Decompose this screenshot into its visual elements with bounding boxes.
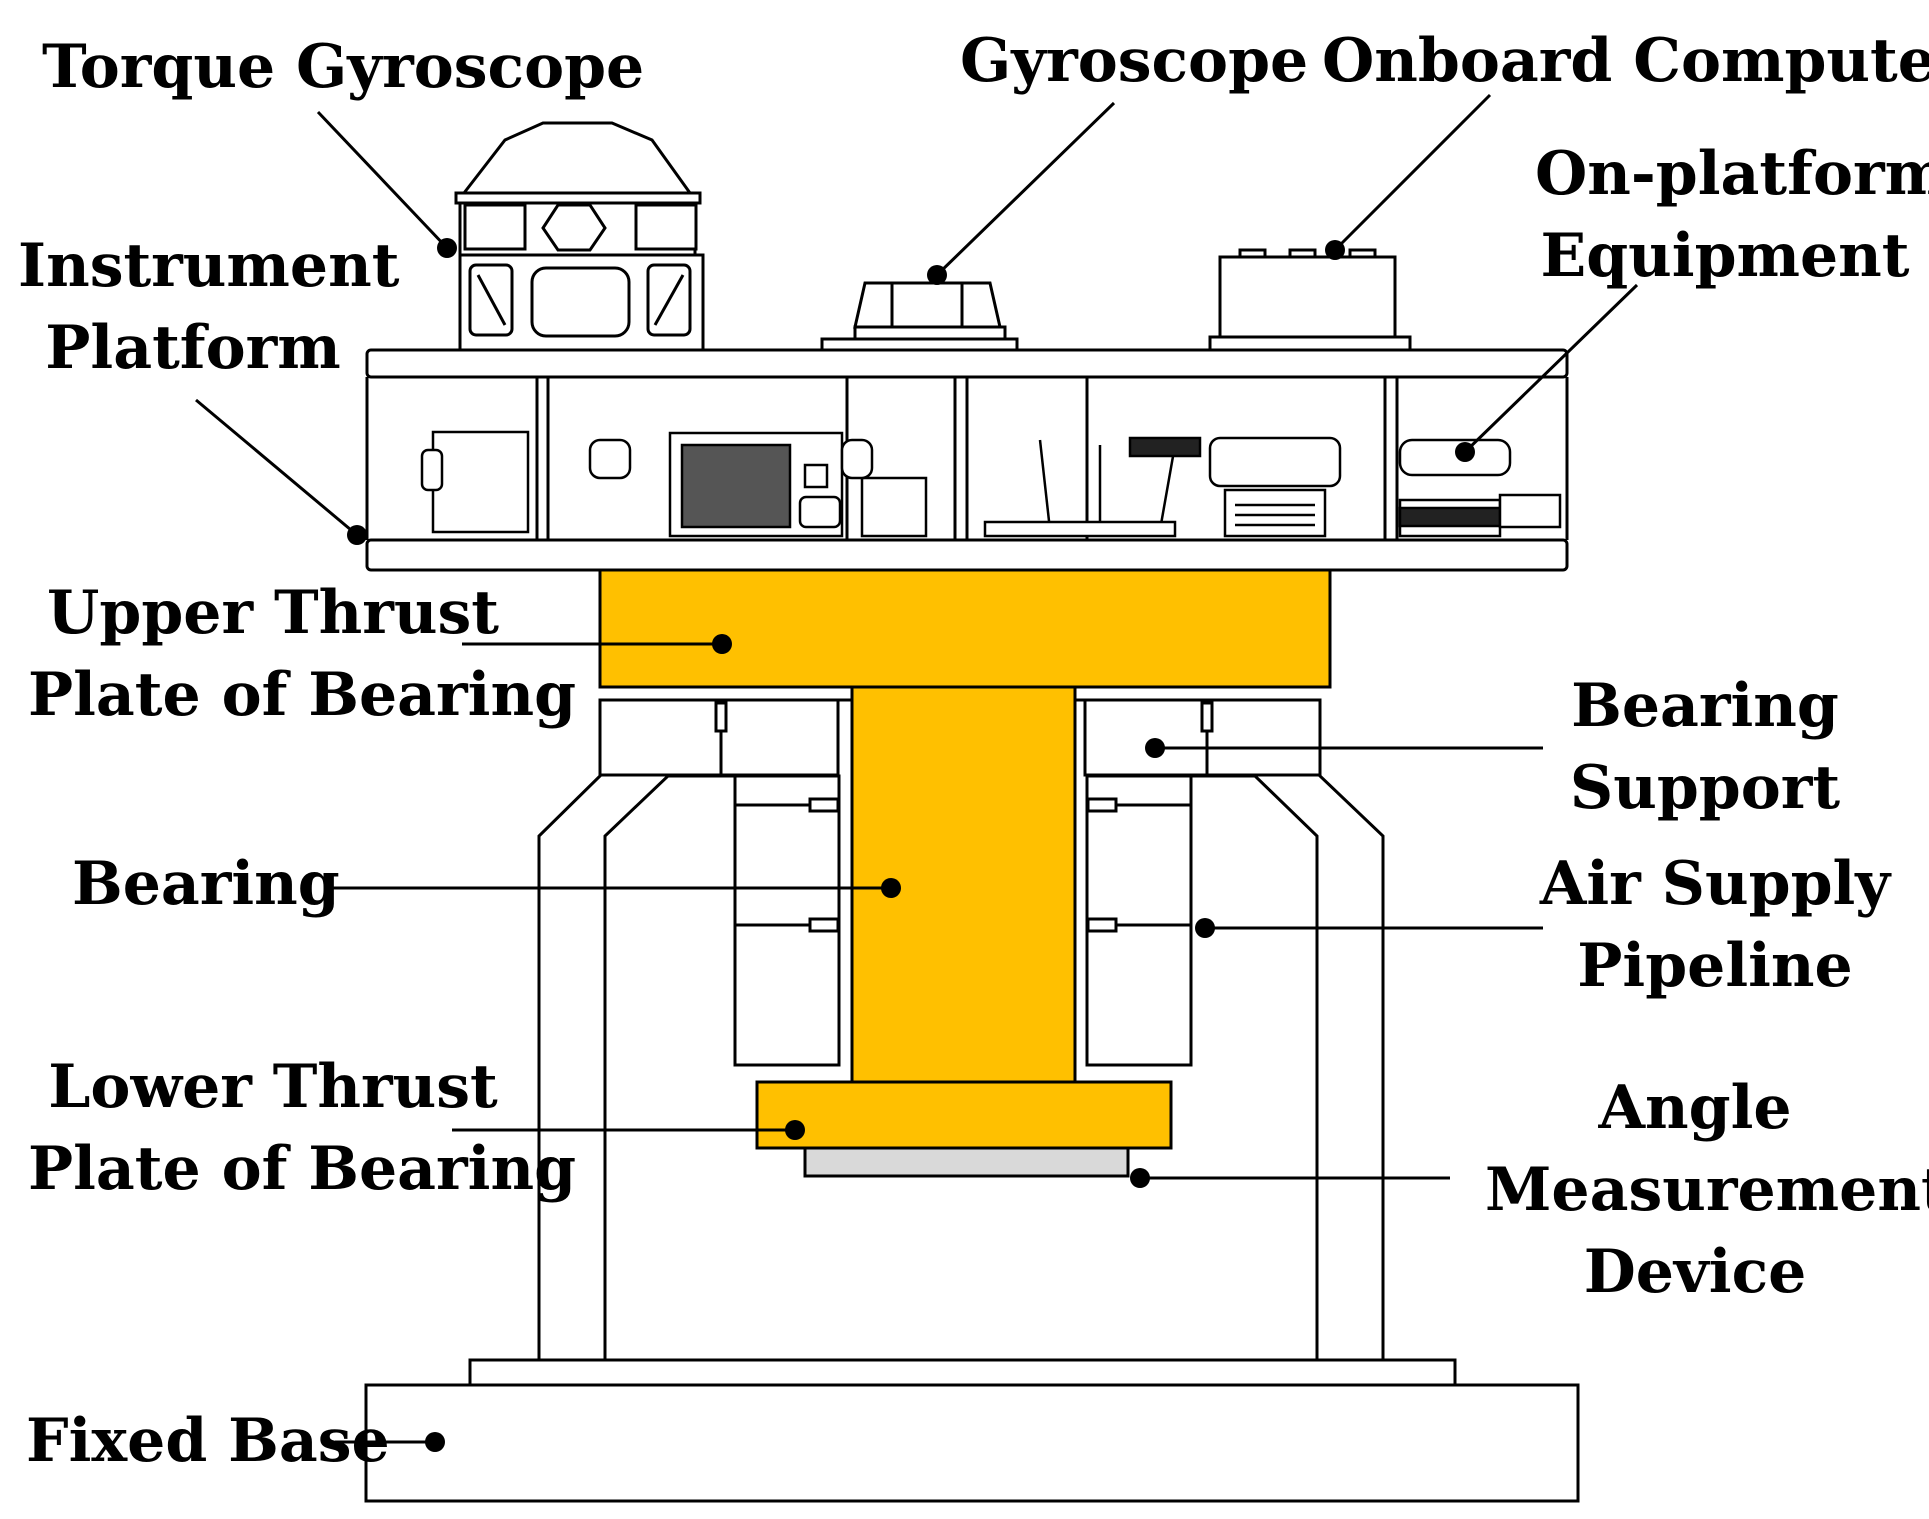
label-bearing-support: Bearing Support <box>1569 671 1841 823</box>
on-platform-equipment <box>420 430 1562 538</box>
label-fixed-base: Fixed Base <box>26 1406 390 1476</box>
label-gyroscope: Gyroscope <box>960 26 1309 96</box>
instrument-platform-bottom <box>365 538 1569 572</box>
leader-dots <box>347 238 1475 1452</box>
label-air-supply-pipeline: Air Supply Pipeline <box>1539 849 1891 1001</box>
label-onboard-computer: Onboard Computer <box>1322 26 1929 96</box>
label-torque-gyroscope: Torque Gyroscope <box>42 32 645 102</box>
label-instrument-platform: Instrument Platform <box>18 231 400 383</box>
leader-lines <box>195 93 1639 1444</box>
label-on-platform-equipment: On-platform Equipment <box>1535 139 1929 291</box>
fixed-base <box>364 1383 1580 1503</box>
base-step <box>468 1358 1457 1387</box>
label-lower-thrust-plate: Lower Thrust Plate of Bearing <box>28 1052 577 1204</box>
onboard-computer <box>1208 248 1412 352</box>
label-upper-thrust-plate: Upper Thrust Plate of Bearing <box>28 578 577 730</box>
air-supply-pipeline <box>714 701 1214 933</box>
torque-gyroscope <box>454 121 705 352</box>
angle-measurement-device <box>803 1146 1130 1178</box>
label-bearing: Bearing <box>72 849 340 919</box>
label-angle-measurement-device: Angle Measurement Device <box>1485 1073 1929 1307</box>
instrument-platform-top <box>365 348 1569 379</box>
gyroscope <box>820 281 1019 352</box>
upper-thrust-plate <box>598 568 1332 689</box>
lower-thrust-plate <box>755 1080 1173 1150</box>
